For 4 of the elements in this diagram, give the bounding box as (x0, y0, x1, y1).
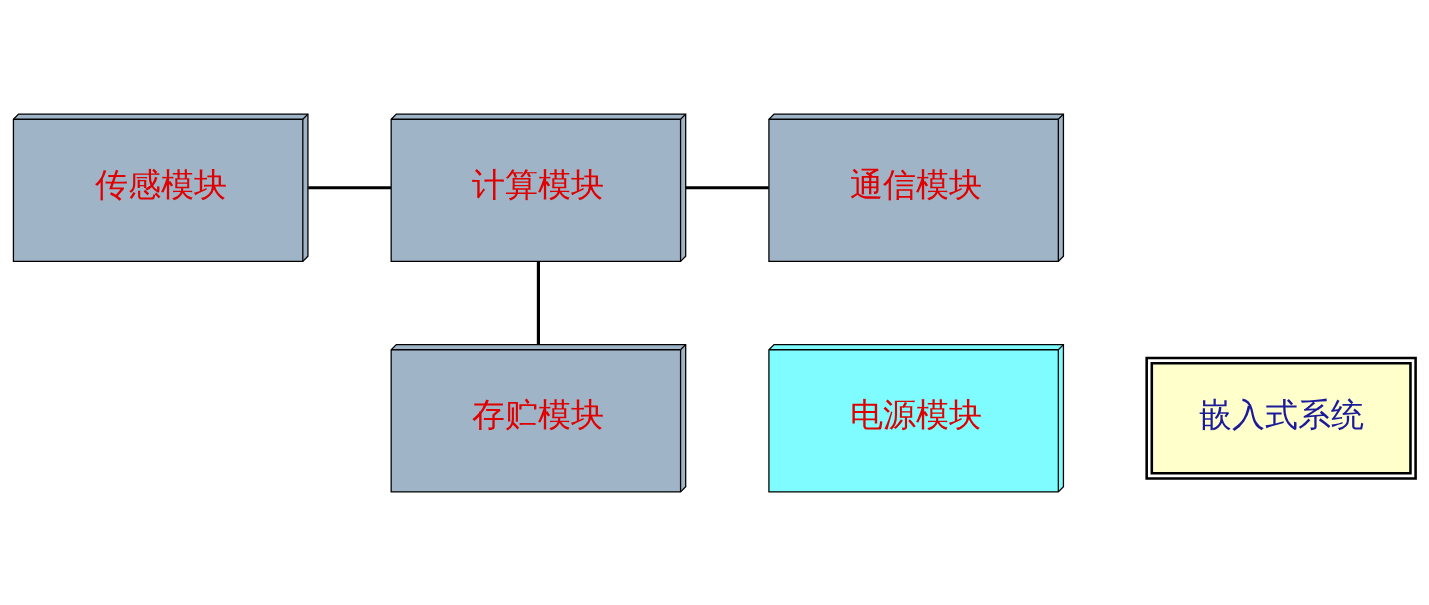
connector (686, 185, 769, 189)
connector (536, 261, 541, 344)
node-box: 嵌入式系统 (1145, 356, 1417, 480)
connector (308, 185, 391, 189)
